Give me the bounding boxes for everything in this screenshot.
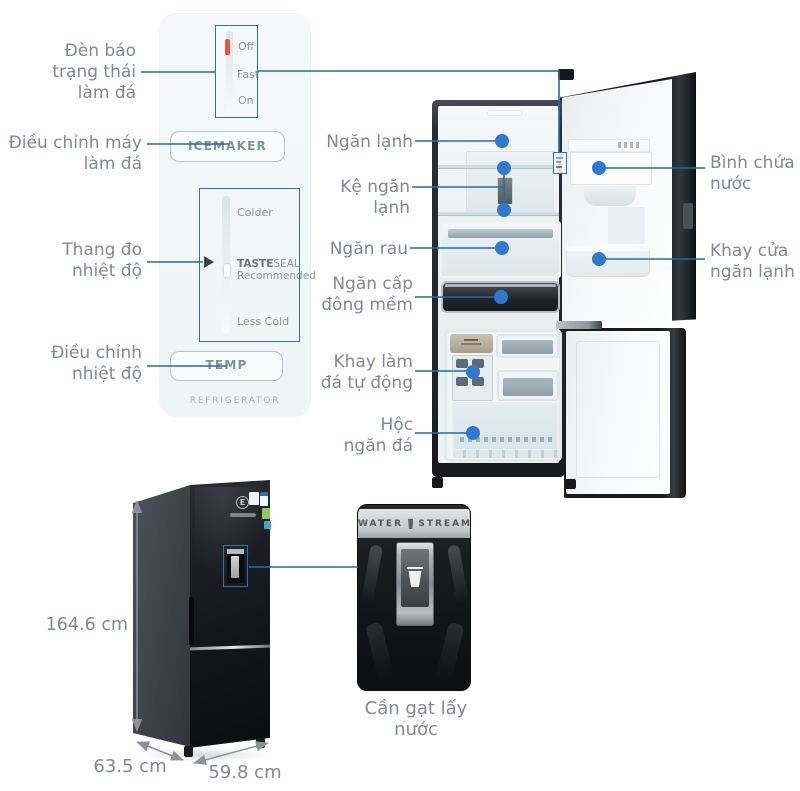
bottom-door-ridge	[576, 341, 660, 478]
ice-tray-cell	[456, 359, 468, 368]
tasteseal-bold-text: TASTE	[237, 258, 274, 270]
height-dimension-label: 164.6 cm	[45, 615, 128, 635]
fridge-dispenser-band	[227, 549, 244, 554]
energy-sticker-2	[260, 492, 268, 506]
callout-temp-scale: Thang đo nhiệt độ	[62, 240, 142, 281]
callout-veggie-drawer: Ngăn rau	[329, 239, 408, 259]
gloss-streak	[361, 544, 383, 604]
status-option-on: On	[238, 94, 254, 107]
lever-cup-rim	[407, 567, 423, 569]
dispenser-brand-plate: WATER STREAM	[358, 509, 471, 538]
ice-tray-cell	[472, 377, 484, 386]
gloss-streak	[365, 621, 395, 683]
icemaker-status-callout-box	[215, 25, 258, 118]
callout-fridge-compartment: Ngăn lạnh	[326, 132, 413, 152]
icemaker-plate-mark-2	[461, 343, 481, 345]
dispenser-funnel	[584, 186, 636, 206]
callout-temp-control: Điều chỉnh nhiệt độ	[51, 343, 142, 384]
callout-water-tank: Bình chứa nước	[710, 153, 795, 194]
fridge-dispenser-lever	[231, 556, 239, 578]
callout-icemaker-control: Điều chỉnh máy làm đá	[8, 133, 142, 174]
temp-scale-callout-box	[199, 188, 300, 342]
temp-scale-indicator	[224, 264, 230, 277]
dispenser-caption: Cần gạt lấy nước	[364, 698, 468, 740]
electrolux-wordmark	[230, 513, 256, 517]
black-fridge-foot-right	[256, 738, 265, 748]
temp-label-less-cold: Less Cold	[237, 315, 290, 328]
tank-cover-vents	[618, 142, 640, 148]
deodorizer-module	[497, 177, 513, 205]
black-fridge-handle-groove	[189, 597, 194, 645]
black-fridge-foot-left	[184, 746, 193, 757]
temp-label-colder: Colder	[237, 206, 273, 219]
black-fridge-side	[133, 485, 190, 747]
callout-auto-ice-tray: Khay làm đá tự động	[320, 352, 413, 393]
tasteseal-rest-text: SEAL	[273, 258, 300, 270]
door-handle-tab	[683, 203, 693, 229]
brand-stream-label: STREAM	[418, 518, 471, 529]
control-panel	[160, 14, 310, 416]
ice-bin-pattern	[460, 437, 552, 442]
bottom-door	[566, 331, 670, 494]
callout-door-tray: Khay cửa ngăn lạnh	[710, 241, 795, 282]
callout-fridge-shelf: Kệ ngăn lạnh	[340, 177, 410, 218]
soft-freeze-lip	[445, 284, 556, 287]
status-option-fast: Fast	[237, 68, 260, 81]
dispenser-highlight-box	[223, 545, 248, 587]
panel-location-box	[553, 152, 567, 174]
brand-water-label: WATER	[358, 518, 404, 529]
dispenser-detail-panel: WATER STREAM	[357, 504, 471, 691]
top-door-tray-lip	[566, 246, 650, 251]
temp-label-recommended: Recommended	[237, 270, 316, 282]
status-option-off: Off	[238, 40, 255, 53]
door-foot	[565, 479, 576, 489]
ice-tray-cell	[456, 377, 468, 386]
electrolux-logo-icon: E	[236, 496, 249, 509]
top-hinge	[558, 69, 574, 80]
glass-shelf-1	[438, 165, 559, 169]
black-fridge-front	[190, 480, 270, 748]
door-channel	[608, 207, 645, 244]
mini-display-line	[556, 157, 563, 159]
glass-shelf-2	[438, 212, 559, 216]
freezer-drawer-1-front	[502, 340, 553, 354]
mini-display-line-2	[556, 161, 561, 163]
veggie-drawer-handle	[448, 229, 553, 238]
energy-sticker	[249, 492, 259, 505]
mid-hinge	[556, 321, 602, 329]
icemaker-status-track	[226, 31, 233, 112]
callout-ice-bin: Hộc ngăn đá	[343, 415, 413, 456]
gloss-streak	[435, 621, 465, 683]
icemaker-status-indicator	[225, 39, 230, 55]
callout-soft-freeze: Ngăn cấp đông mềm	[321, 274, 413, 315]
gloss-streak	[447, 544, 469, 604]
blue-sticker	[264, 521, 271, 529]
panel-footer-label: REFRIGERATOR	[189, 396, 281, 406]
interior-lamp	[487, 110, 523, 116]
lever-cup-icon	[408, 571, 422, 587]
icemaker-plate-mark	[464, 339, 478, 341]
width-dimension-label: 59.8 cm	[208, 762, 282, 783]
callout-ice-status-light: Đèn báo trạng thái làm đá	[52, 41, 136, 103]
cabinet-foot	[432, 477, 443, 488]
temp-label-tasteseal: TASTESEAL	[237, 258, 300, 270]
green-sticker	[262, 508, 270, 519]
temp-button: TEMP	[170, 351, 283, 381]
cup-icon	[408, 518, 414, 529]
mini-display-red-line	[556, 166, 562, 168]
freezer-drawer-2-front	[503, 378, 553, 396]
ice-bin	[452, 402, 559, 451]
ice-tray-cell	[472, 359, 484, 368]
water-tank	[570, 152, 652, 185]
ice-bin-tabs	[453, 450, 559, 458]
depth-dimension-label: 63.5 cm	[93, 756, 167, 777]
icemaker-button: ICEMAKER	[170, 131, 285, 162]
